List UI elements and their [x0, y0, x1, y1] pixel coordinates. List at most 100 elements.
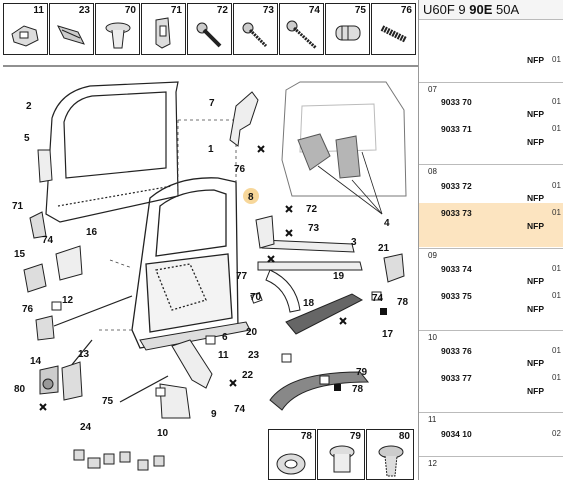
group-number: 10	[428, 333, 437, 342]
lower-hinge	[171, 339, 213, 389]
lower-rail	[285, 293, 364, 335]
callout-75: 75	[102, 396, 114, 407]
part-extra: 01	[552, 291, 561, 300]
part-extra: 01	[552, 181, 561, 190]
callout-24: 24	[80, 422, 92, 433]
part-ref[interactable]: 9033 71	[441, 124, 472, 134]
callout-70: 70	[250, 292, 262, 303]
thumb-71[interactable]: 71	[141, 3, 186, 55]
threaded-grommet-icon	[378, 445, 404, 477]
lock-bracket	[255, 215, 275, 249]
callout-20: 20	[246, 327, 258, 338]
callout-22: 22	[242, 370, 254, 381]
callout-72: 72	[306, 204, 318, 215]
callout-11: 11	[218, 350, 229, 361]
callout-10: 10	[157, 428, 169, 439]
thumb-number: 73	[262, 5, 274, 16]
parts-list-column: U60F 9 90E 50A NFP 01 07 9033 70 01 NFP …	[418, 0, 563, 480]
exploded-door-diagram: 1 2 3 4 5 6 7 8 9 10 11 12 13 14 15 16 1…	[3, 65, 418, 471]
callout-80: 80	[14, 384, 26, 395]
callout-14: 14	[30, 356, 42, 367]
model-header: U60F 9 90E 50A	[419, 0, 563, 20]
door-handle	[55, 245, 83, 281]
part-ref-selected[interactable]: 9033 73	[441, 208, 472, 218]
part-extra: 01	[552, 346, 561, 355]
thumb-75[interactable]: 75	[325, 3, 370, 55]
grommet-icon	[276, 453, 306, 475]
part-status: NFP	[527, 358, 544, 368]
callout-71: 71	[12, 201, 24, 212]
door-strip	[37, 149, 53, 183]
thumb-11[interactable]: 11	[3, 3, 48, 55]
long-screw-icon	[286, 20, 318, 50]
callout-7: 7	[209, 98, 215, 109]
threaded-stud-icon	[380, 25, 408, 43]
callout-18: 18	[303, 298, 315, 309]
grommet	[42, 378, 54, 390]
callout-23: 23	[248, 350, 260, 361]
part-ref[interactable]: 9033 75	[441, 291, 472, 301]
thumb-72[interactable]: 72	[187, 3, 232, 55]
latch-plate	[61, 361, 83, 401]
thumb-74[interactable]: 74	[279, 3, 324, 55]
part-ref[interactable]: 9033 77	[441, 373, 472, 383]
thumb-76[interactable]: 76	[371, 3, 416, 55]
door-panel-grey	[335, 135, 361, 179]
push-clip-icon	[105, 22, 131, 49]
thumb-23[interactable]: 23	[49, 3, 94, 55]
part-ref[interactable]: 9034 10	[441, 429, 472, 439]
clip-icon	[11, 25, 39, 47]
rod-bracket	[35, 315, 55, 341]
part-ref[interactable]: 9033 76	[441, 346, 472, 356]
thumb-number: 76	[400, 5, 412, 16]
callout-8: 8	[248, 192, 254, 203]
part-extra: 02	[552, 429, 561, 438]
callout-2: 2	[26, 101, 32, 112]
callout-74: 74	[372, 293, 384, 304]
part-extra: 01	[552, 373, 561, 382]
header-plate: 50A	[492, 2, 520, 17]
hardware-thumbnail-strip: 11 23 70 71 72 73 74 75 76	[3, 3, 416, 55]
callout-19: 19	[333, 271, 345, 282]
thumb-number: 75	[354, 5, 366, 16]
header-group: 90E	[469, 2, 493, 17]
callout-76: 76	[22, 304, 34, 315]
sleeve-icon	[335, 25, 361, 41]
group-number: 09	[428, 251, 437, 260]
part-extra: 01	[552, 124, 561, 133]
rear-door-panel	[45, 81, 179, 223]
lower-track	[269, 371, 370, 411]
door-panel-grey	[297, 133, 331, 171]
callout-1: 1	[208, 144, 214, 155]
clip-assortment	[73, 449, 165, 471]
part-extra: 01	[552, 264, 561, 273]
bolt-icon	[196, 22, 222, 48]
callout-73: 73	[308, 223, 320, 234]
hinge-bracket	[383, 253, 405, 283]
part-ref[interactable]: 9033 74	[441, 264, 472, 274]
part-ref[interactable]: 9033 72	[441, 181, 472, 191]
group-number: 12	[428, 459, 437, 468]
upper-rail	[261, 239, 355, 253]
callout-6: 6	[222, 332, 228, 343]
thumb-number: 72	[216, 5, 228, 16]
curved-trim	[265, 269, 301, 313]
part-status: NFP	[527, 221, 544, 231]
thumb-70[interactable]: 70	[95, 3, 140, 55]
thumb-number: 71	[170, 5, 182, 16]
header-model: U60F 9	[423, 2, 470, 17]
thumb-73[interactable]: 73	[233, 3, 278, 55]
group-number: 08	[428, 167, 437, 176]
group-number: 11	[428, 415, 437, 424]
part-ref[interactable]: 9033 70	[441, 97, 472, 107]
thumb-number: 80	[398, 431, 410, 442]
thumb-80[interactable]: 80	[366, 429, 414, 480]
part-status: NFP	[527, 137, 544, 147]
thumb-79[interactable]: 79	[317, 429, 365, 480]
callout-78: 78	[397, 297, 409, 308]
part-extra: 01	[552, 97, 561, 106]
callout-4: 4	[384, 218, 390, 229]
thumb-78[interactable]: 78	[268, 429, 316, 480]
cap-plug-icon	[329, 445, 355, 473]
part-status: NFP	[527, 386, 544, 396]
